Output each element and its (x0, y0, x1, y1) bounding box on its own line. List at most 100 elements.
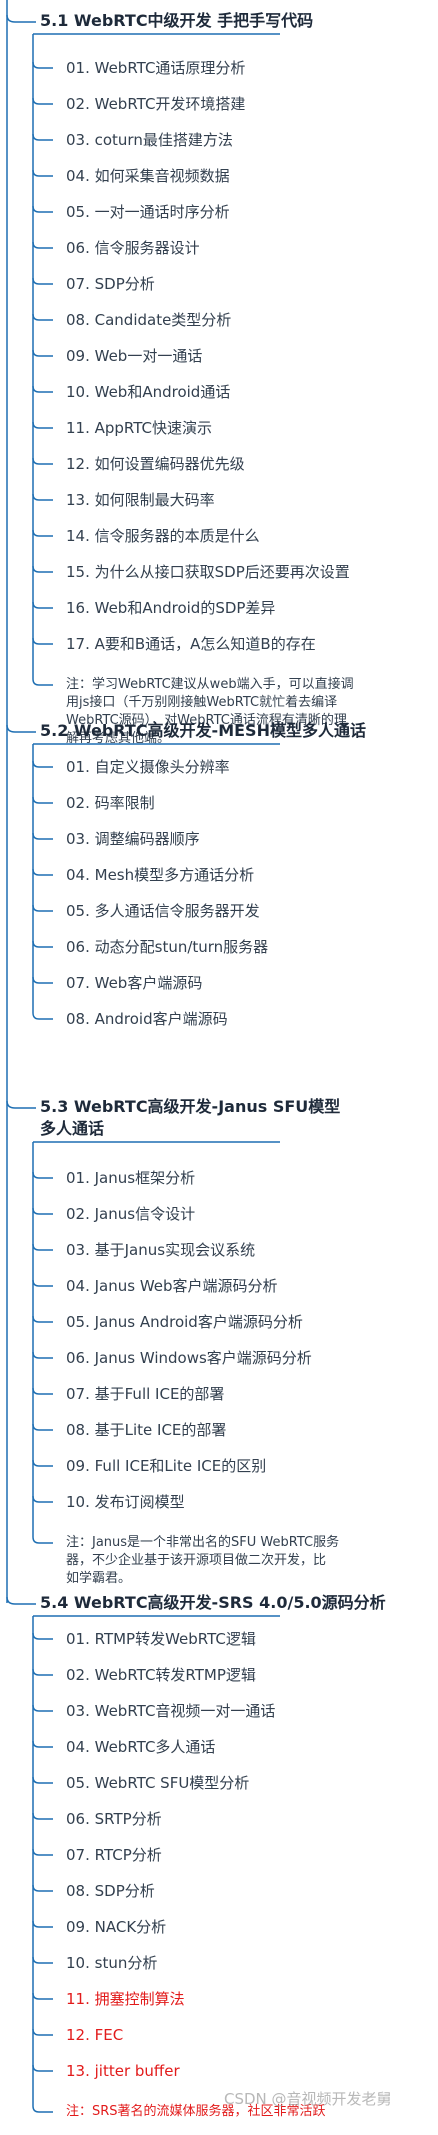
item-connector (32, 1668, 53, 1676)
topic-item: 05. 多人通话信令服务器开发 (66, 902, 260, 920)
topic-item: 02. 码率限制 (66, 794, 155, 812)
section-note-line: 用js接口（千万别刚接触WebRTC就忙着去编译 (66, 695, 338, 710)
item-connector (32, 313, 53, 321)
topic-item: 09. Web一对一通话 (66, 347, 203, 365)
item-connector (32, 601, 53, 609)
topic-item: 15. 为什么从接口获取SDP后还要再次设置 (66, 563, 350, 581)
item-connector (32, 868, 53, 876)
topic-item: 06. 动态分配stun/turn服务器 (66, 938, 269, 956)
section-title: 5.2 WebRTC高级开发-MESH模型多人通话 (40, 720, 366, 742)
section-title-line: 5.4 WebRTC高级开发-SRS 4.0/5.0源码分析 (40, 1593, 386, 1612)
section-note-line: 解再考虑其他端。 (66, 731, 171, 746)
topic-item: 10. 发布订阅模型 (66, 1493, 185, 1511)
item-connector (32, 1776, 53, 1784)
topic-item: 01. RTMP转发WebRTC逻辑 (66, 1630, 256, 1648)
topic-item: 01. Janus框架分析 (66, 1169, 196, 1187)
item-connector (32, 277, 53, 285)
item-connector (32, 1423, 53, 1431)
item-connector (32, 1243, 53, 1251)
section-note-line: 注：SRS著名的流媒体服务器，社区非常活跃 (66, 2104, 326, 2119)
topic-item: 04. 如何采集音视频数据 (66, 167, 230, 185)
item-connector (32, 1632, 53, 1640)
section-note-line: 器，不少企业基于该开源项目做二次开发，比 (66, 1553, 327, 1568)
topic-item: 04. Mesh模型多方通话分析 (66, 866, 255, 884)
topic-item: 12. FEC (66, 2026, 124, 2044)
item-connector (32, 1956, 53, 1964)
item-connector (32, 529, 53, 537)
item-connector (32, 61, 53, 69)
item-connector (32, 1992, 53, 2000)
section-title: 5.1 WebRTC中级开发 手把手写代码 (40, 10, 313, 32)
section-note: 注：SRS著名的流媒体服务器，社区非常活跃 (66, 2103, 326, 2121)
section-title-line: 5.3 WebRTC高级开发-Janus SFU模型 (40, 1097, 341, 1116)
item-connector (32, 457, 53, 465)
item-connector (32, 493, 53, 501)
item-connector (32, 565, 53, 573)
item-connector (32, 133, 53, 141)
section-title-line: 多人通话 (40, 1119, 105, 1138)
topic-item: 17. A要和B通话，A怎么知道B的存在 (66, 635, 316, 653)
item-connector (32, 904, 53, 912)
item-connector (32, 1495, 53, 1503)
topic-item: 09. Full ICE和Lite ICE的区别 (66, 1457, 267, 1475)
topic-item: 06. 信令服务器设计 (66, 239, 200, 257)
item-connector (32, 205, 53, 213)
watermark: CSDN @音视频开发老舅 (224, 2090, 392, 2108)
section-title-line: 5.1 WebRTC中级开发 手把手写代码 (40, 11, 314, 30)
item-connector (32, 637, 53, 645)
note-connector (32, 1536, 53, 1544)
section-note-line: WebRTC源码），对WebRTC通话流程有清晰的理 (66, 713, 347, 728)
topic-item: 07. 基于Full ICE的部署 (66, 1385, 225, 1403)
section-note-line: 注：学习WebRTC建议从web端入手，可以直接调 (66, 677, 354, 692)
topic-item: 13. jitter buffer (66, 2062, 180, 2080)
topic-item: 12. 如何设置编码器优先级 (66, 455, 245, 473)
topic-item: 07. SDP分析 (66, 275, 155, 293)
section-note: 注：学习WebRTC建议从web端入手，可以直接调用js接口（千万别刚接触Web… (66, 676, 354, 748)
topic-item: 07. RTCP分析 (66, 1846, 162, 1864)
note-connector (32, 678, 53, 686)
topic-item: 08. 基于Lite ICE的部署 (66, 1421, 227, 1439)
item-connector (32, 1459, 53, 1467)
topic-item: 08. Android客户端源码 (66, 1010, 228, 1028)
topic-item: 06. Janus Windows客户端源码分析 (66, 1349, 312, 1367)
item-connector (32, 1812, 53, 1820)
item-connector (32, 796, 53, 804)
item-connector (32, 1387, 53, 1395)
topic-item: 13. 如何限制最大码率 (66, 491, 215, 509)
item-connector (32, 1279, 53, 1287)
section-connector (6, 1596, 36, 1605)
item-connector (32, 940, 53, 948)
topic-item: 01. WebRTC通话原理分析 (66, 59, 246, 77)
item-connector (32, 1740, 53, 1748)
note-connector (32, 2105, 53, 2113)
topic-item: 05. 一对一通话时序分析 (66, 203, 230, 221)
item-connector (32, 385, 53, 393)
topic-item: 04. WebRTC多人通话 (66, 1738, 216, 1756)
topic-item: 06. SRTP分析 (66, 1810, 162, 1828)
topic-item: 03. WebRTC音视频一对一通话 (66, 1702, 276, 1720)
item-connector (32, 1315, 53, 1323)
item-connector (32, 1351, 53, 1359)
item-connector (32, 1171, 53, 1179)
item-connector (32, 2064, 53, 2072)
item-connector (32, 976, 53, 984)
section-connector (6, 14, 36, 23)
section-note: 注：Janus是一个非常出名的SFU WebRTC服务器，不少企业基于该开源项目… (66, 1534, 339, 1588)
topic-item: 02. WebRTC开发环境搭建 (66, 95, 246, 113)
item-connector (32, 760, 53, 768)
item-connector (32, 1207, 53, 1215)
section-connector (6, 1100, 36, 1109)
topic-item: 10. stun分析 (66, 1954, 158, 1972)
topic-item: 05. Janus Android客户端源码分析 (66, 1313, 303, 1331)
topic-item: 07. Web客户端源码 (66, 974, 203, 992)
topic-item: 11. 拥塞控制算法 (66, 1990, 185, 2008)
topic-item: 01. 自定义摄像头分辨率 (66, 758, 230, 776)
topic-item: 14. 信令服务器的本质是什么 (66, 527, 260, 545)
topic-item: 05. WebRTC SFU模型分析 (66, 1774, 250, 1792)
item-connector (32, 832, 53, 840)
item-connector (32, 1848, 53, 1856)
item-connector (32, 241, 53, 249)
topic-item: 09. NACK分析 (66, 1918, 167, 1936)
